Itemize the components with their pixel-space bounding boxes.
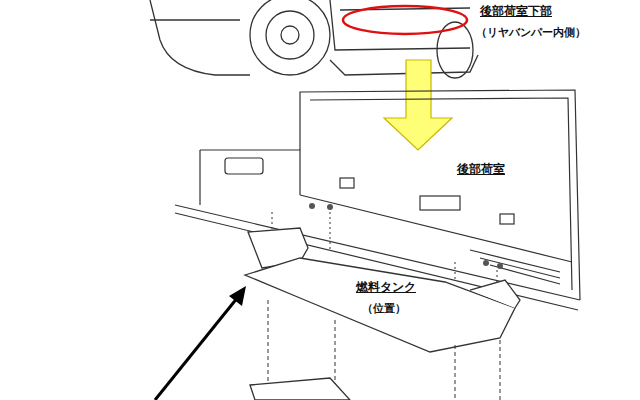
area-note: （リヤバンパー内側） <box>474 26 588 39</box>
part-note: （位置） <box>360 302 408 315</box>
highlight-ellipse <box>343 6 467 34</box>
down-arrow <box>384 60 452 150</box>
area-label: 後部荷室下部 <box>478 4 554 18</box>
under-cover <box>250 378 350 400</box>
bolts <box>309 203 503 269</box>
pointer-arrow <box>155 286 246 400</box>
part-label: 後部荷室 <box>455 162 507 176</box>
part-label: 燃料タンク <box>354 280 418 294</box>
fuel-tank <box>245 228 520 352</box>
